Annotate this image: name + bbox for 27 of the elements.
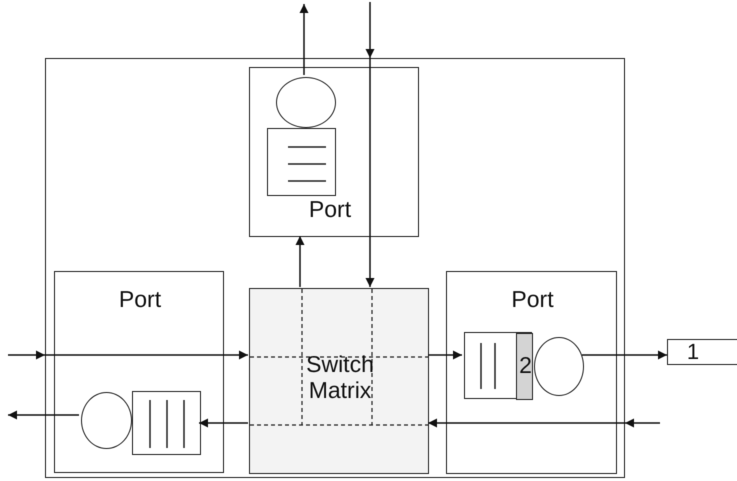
port-box — [249, 67, 419, 237]
arrow — [428, 350, 462, 360]
queue-box — [132, 391, 201, 455]
queue-box — [267, 128, 336, 196]
arrow — [8, 350, 45, 360]
arrow — [428, 418, 625, 428]
packet-number: 2 — [518, 352, 533, 378]
packet-number: 1 — [686, 339, 700, 364]
arrow — [45, 350, 248, 360]
packet-slot — [516, 333, 533, 400]
arrow — [366, 2, 374, 58]
port-box — [54, 271, 224, 473]
arrow — [8, 410, 79, 420]
arrow — [300, 4, 308, 75]
switch-matrix-label: Switch Matrix — [305, 351, 375, 404]
port-label: Port — [118, 286, 162, 312]
switch-box — [45, 58, 625, 478]
arrow — [199, 418, 248, 428]
port-box — [446, 271, 617, 474]
queue-box — [464, 332, 532, 399]
arrow — [366, 58, 374, 287]
packet-box — [667, 339, 737, 365]
arrow — [625, 418, 660, 428]
port-label: Port — [308, 196, 352, 222]
arrow — [582, 350, 667, 360]
port-label: Port — [510, 286, 555, 312]
arrow — [296, 236, 304, 287]
